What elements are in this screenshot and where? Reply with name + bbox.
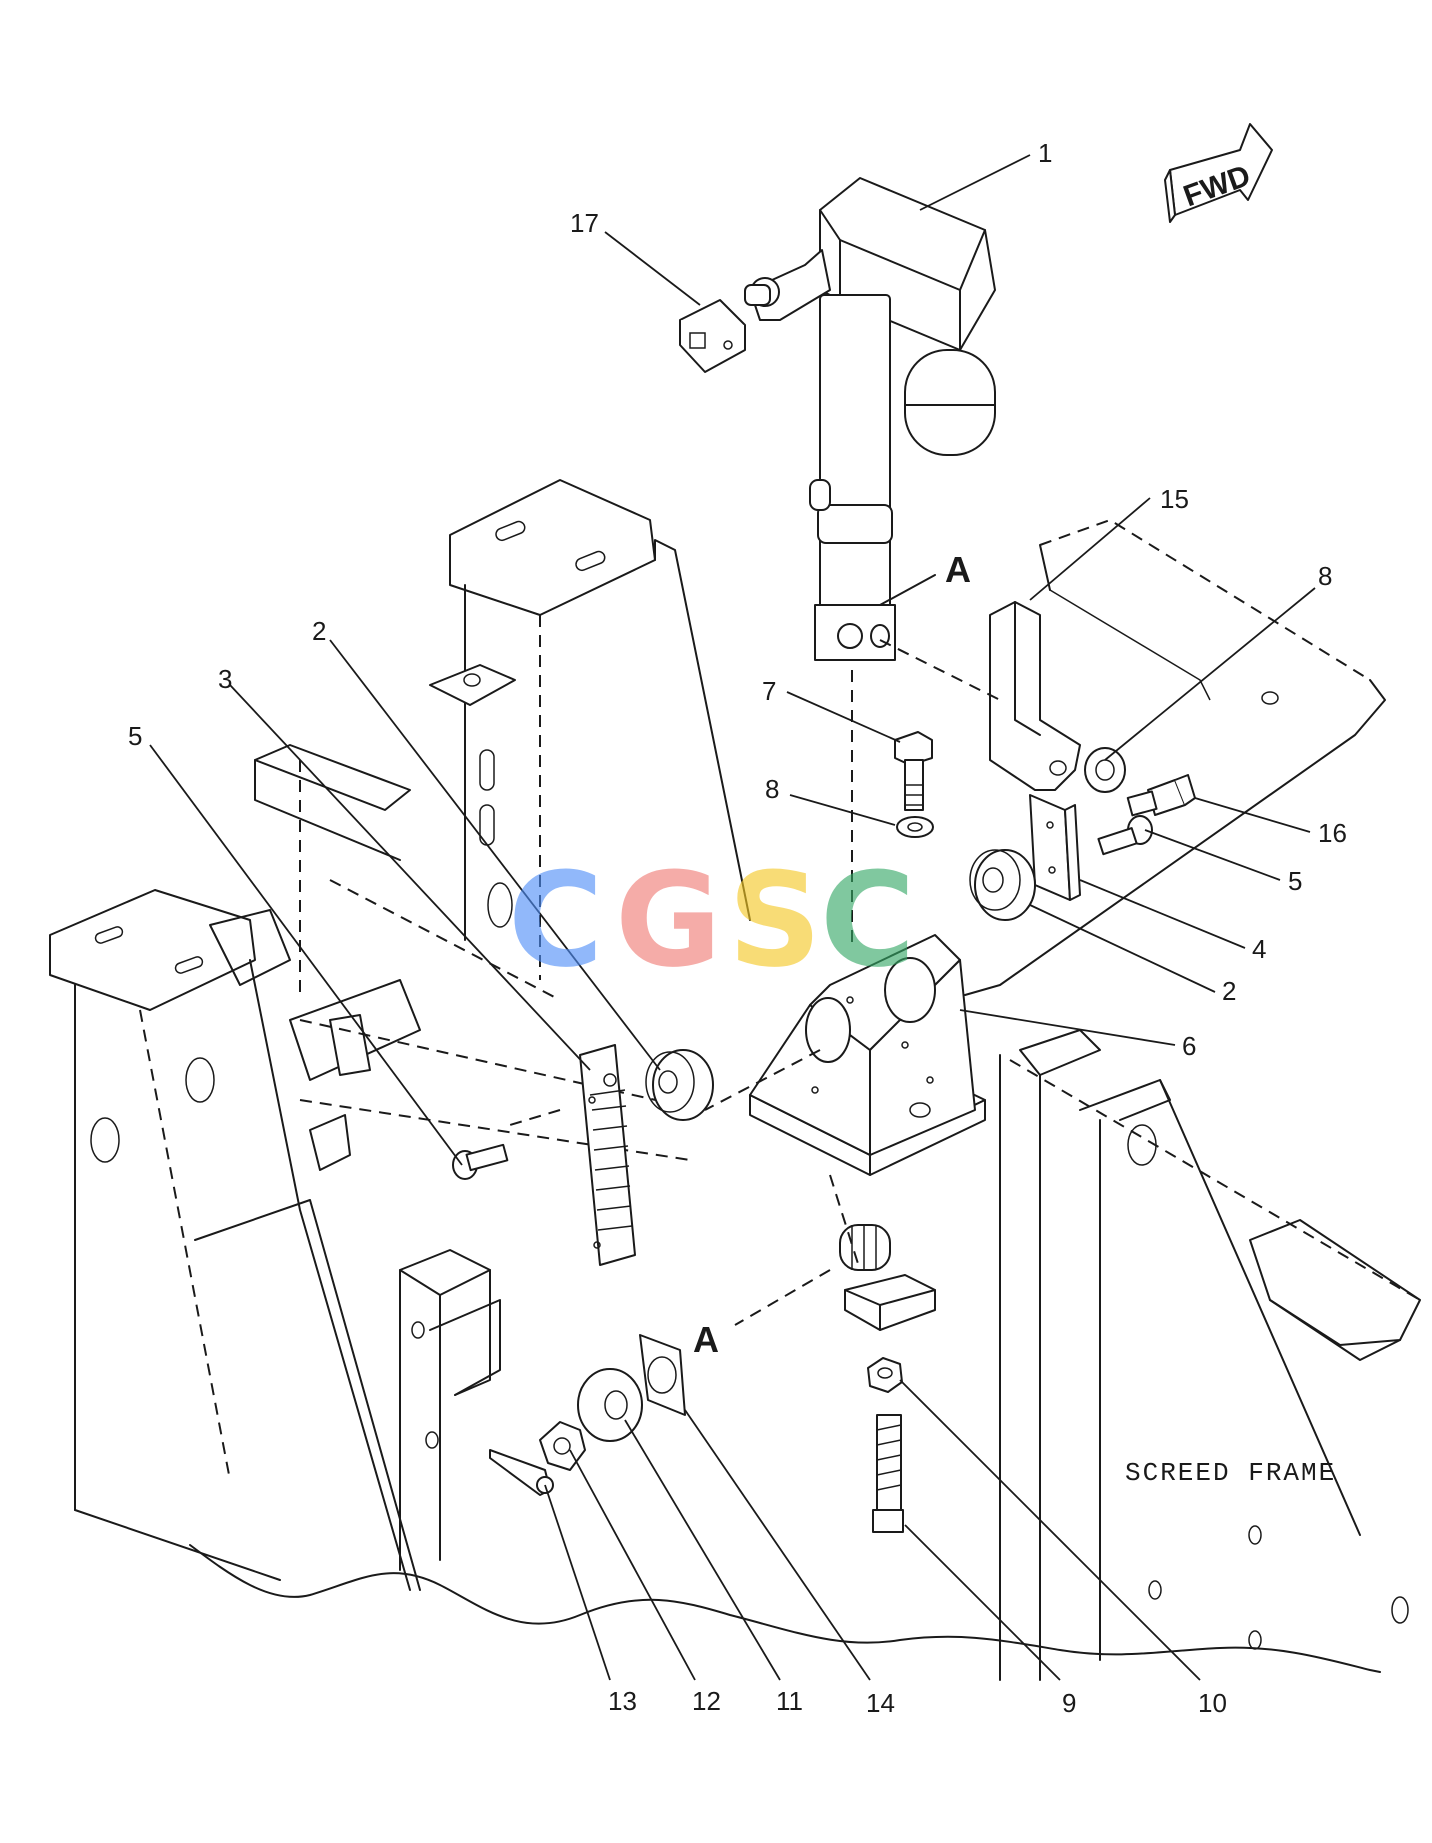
- callout-12: 12: [692, 1686, 721, 1716]
- callout-1: 1: [1038, 138, 1052, 168]
- callout-2-left: 2: [312, 616, 326, 646]
- callout-10: 10: [1198, 1688, 1227, 1718]
- watermark-logo: C G S C: [508, 844, 915, 996]
- svg-text:G: G: [615, 844, 722, 996]
- frame-label: SCREED FRAME: [1125, 1458, 1336, 1488]
- screw-part-5-right: [1097, 815, 1153, 856]
- washer-part-8-lower: [896, 816, 934, 838]
- bearing-part-2-right: [969, 849, 1036, 921]
- assembly-lines: [509, 574, 1001, 1326]
- callout-9: 9: [1062, 1688, 1076, 1718]
- rear-plate: [964, 518, 1386, 996]
- callout-6: 6: [1182, 1031, 1196, 1061]
- callout-13: 13: [608, 1686, 637, 1716]
- callout-7: 7: [762, 676, 776, 706]
- callout-17: 17: [570, 208, 599, 238]
- decal-plate-part-3: [579, 1044, 636, 1266]
- bearing-part-2-left: [645, 1049, 714, 1121]
- washer-part-11: [577, 1368, 643, 1442]
- section-letter-a-upper: A: [945, 549, 971, 590]
- screed-frame: SCREED FRAME: [999, 1029, 1421, 1681]
- callout-8-upper: 8: [1318, 561, 1332, 591]
- left-frame: [49, 479, 751, 1591]
- callout-15: 15: [1160, 484, 1189, 514]
- callouts: 1 17 15 8 2 3 5 7 8 16 5 4 2 6 13 12 11 …: [128, 138, 1347, 1718]
- callout-5-left: 5: [128, 721, 142, 751]
- bolt-part-9: [872, 1414, 904, 1533]
- callout-2-right: 2: [1222, 976, 1236, 1006]
- svg-text:C: C: [508, 844, 603, 996]
- callout-5-right: 5: [1288, 866, 1302, 896]
- svg-text:C: C: [820, 844, 915, 996]
- callout-4: 4: [1252, 934, 1266, 964]
- callout-11: 11: [776, 1686, 803, 1716]
- bolt-part-16: [1126, 774, 1196, 817]
- shim-part-14: [639, 1334, 686, 1416]
- leader-lines: [149, 154, 1316, 1681]
- break-line: [189, 1544, 1381, 1673]
- mount-bracket-part-6: [749, 934, 986, 1331]
- fwd-arrow-icon: FWD: [1164, 123, 1273, 223]
- nut-part-10: [867, 1357, 903, 1393]
- coupling-part-17: [679, 299, 746, 373]
- cotter-pin-part-13: [489, 1449, 554, 1496]
- screw-part-5-left: [452, 1143, 509, 1180]
- castle-nut-part-12: [539, 1421, 586, 1471]
- washer-part-8-upper: [1084, 747, 1126, 793]
- plate-part-4: [1029, 794, 1081, 901]
- callout-8-lower: 8: [765, 774, 779, 804]
- section-letter-a-lower: A: [693, 1319, 719, 1360]
- bracket-part-15: [989, 601, 1081, 791]
- actuator-cylinder: [744, 177, 996, 661]
- callout-16: 16: [1318, 818, 1347, 848]
- svg-text:S: S: [728, 844, 822, 996]
- callout-14: 14: [866, 1688, 895, 1718]
- bolt-part-7: [894, 731, 933, 811]
- callout-3: 3: [218, 664, 232, 694]
